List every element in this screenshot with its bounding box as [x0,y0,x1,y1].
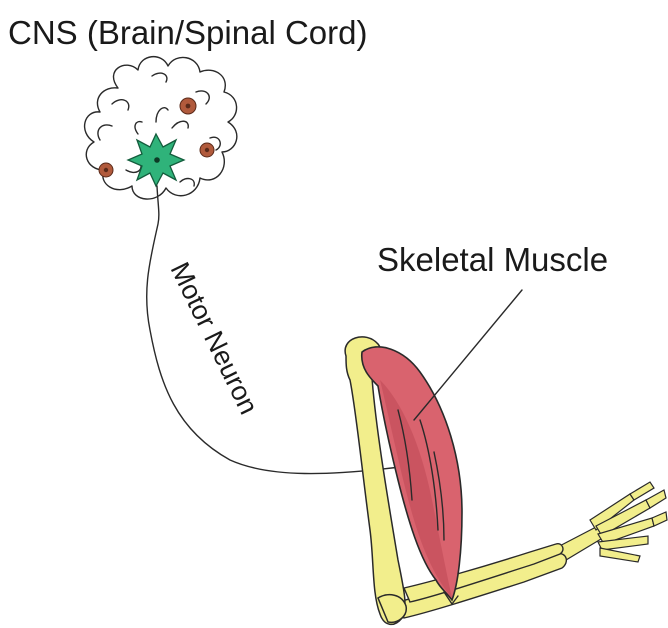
motor-neuron-cell-body [128,134,184,186]
skeletal-muscle-label: Skeletal Muscle [377,241,608,278]
skeletal-muscle-pointer [414,290,522,420]
cns-label: CNS (Brain/Spinal Cord) [8,14,367,51]
hand-bones [548,482,667,566]
motor-neuron-label: Motor Neuron [165,257,264,419]
